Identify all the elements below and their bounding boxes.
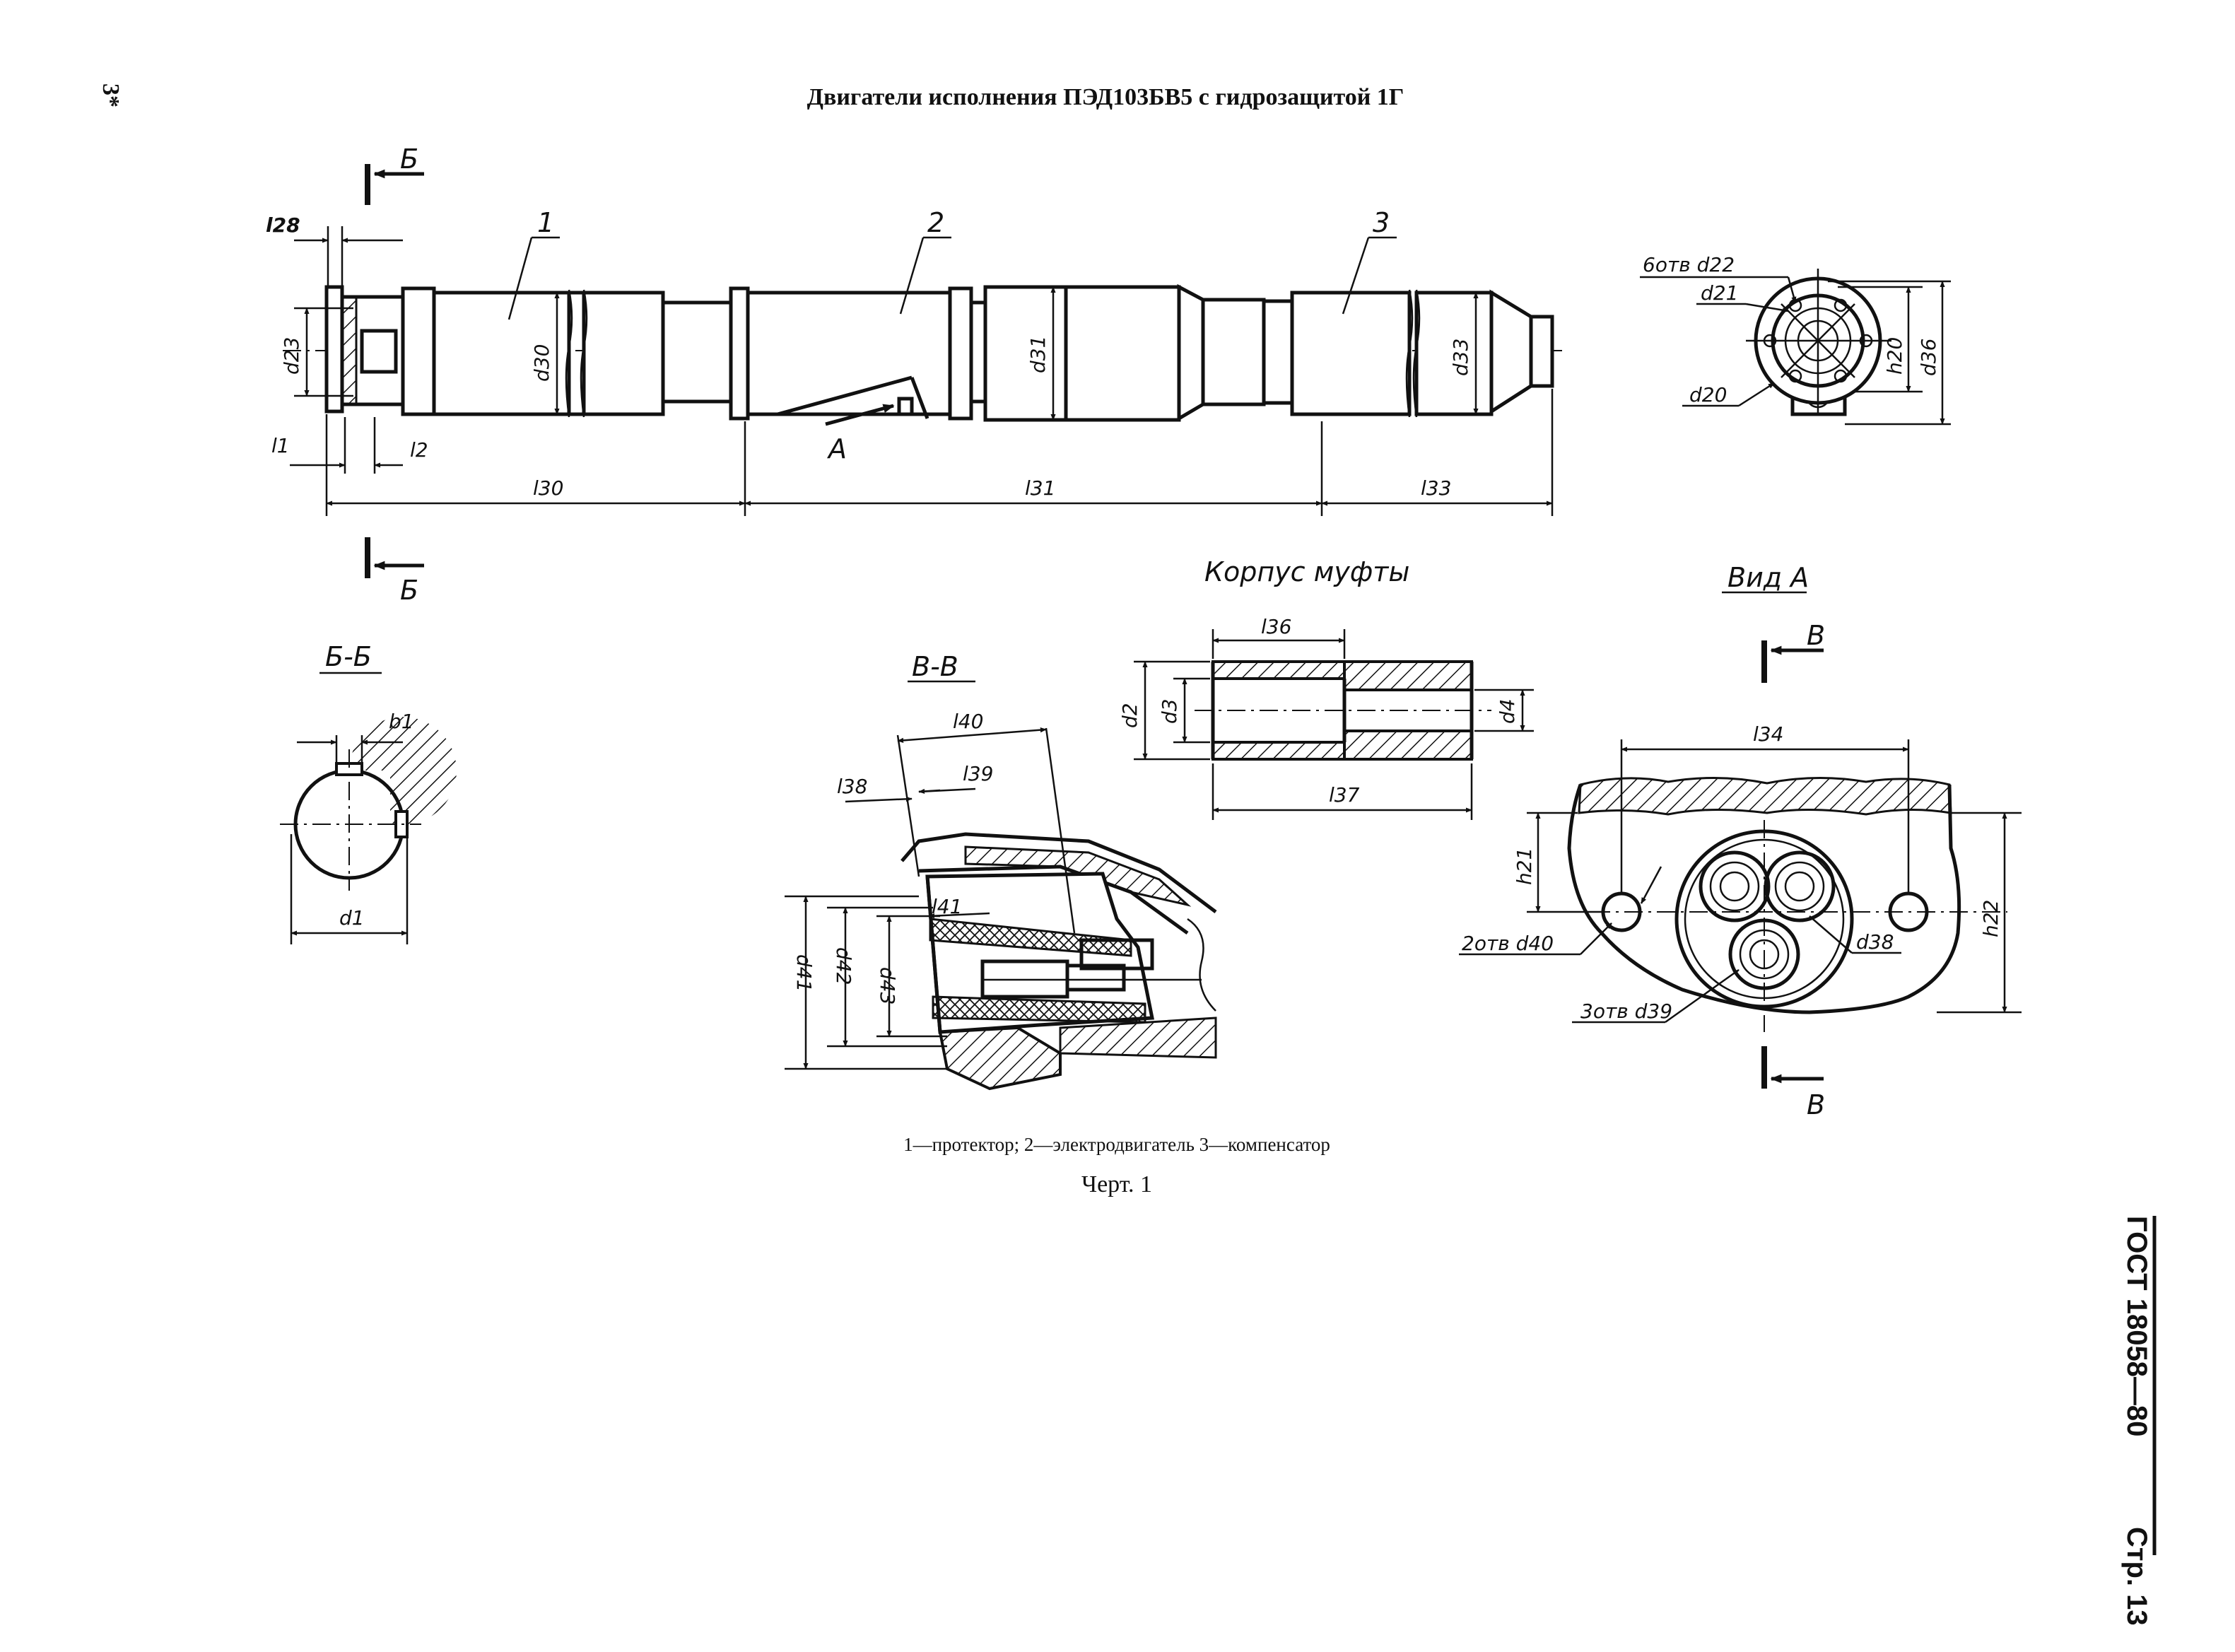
page-title: Двигатели исполнения ПЭД103БВ5 с гидроза… bbox=[807, 84, 1404, 110]
section-bb: Б-Б b1 d1 bbox=[280, 641, 457, 944]
callout-3: 3 bbox=[1373, 207, 1390, 238]
section-mark-top: Б bbox=[400, 143, 418, 175]
dim-d43: d43 bbox=[876, 967, 899, 1004]
section-mark-v-bottom: В bbox=[1807, 1089, 1825, 1120]
section-mark-v-top: В bbox=[1807, 620, 1825, 651]
dim-l28: l28 bbox=[266, 213, 300, 237]
dim-l37: l37 bbox=[1329, 783, 1360, 807]
dim-l33: l33 bbox=[1421, 476, 1451, 500]
dim-l34: l34 bbox=[1753, 722, 1783, 746]
dim-d42: d42 bbox=[832, 947, 855, 985]
cable-entry-3 bbox=[1728, 918, 1800, 990]
section-vv: В-В l40 l38 l39 l41 bbox=[785, 651, 1217, 1091]
holes-d40: 2отв d40 bbox=[1462, 932, 1554, 955]
dim-d4: d4 bbox=[1496, 698, 1519, 724]
standard-number: ГОСТ 18058—80 bbox=[2121, 1216, 2152, 1436]
dim-d38: d38 bbox=[1856, 930, 1894, 954]
dim-d21: d21 bbox=[1701, 281, 1738, 305]
dim-d30: d30 bbox=[530, 344, 553, 382]
dim-d31: d31 bbox=[1026, 336, 1050, 373]
coupling-title: Корпус муфты bbox=[1204, 556, 1409, 587]
dim-l36: l36 bbox=[1261, 615, 1291, 638]
dim-l1: l1 bbox=[271, 434, 290, 457]
figure-number: Черт. 1 bbox=[1081, 1171, 1152, 1197]
dim-d23: d23 bbox=[280, 337, 303, 375]
dim-l40: l40 bbox=[953, 710, 983, 733]
dim-l30: l30 bbox=[533, 476, 563, 500]
end-view: h20 d36 6отв d22 d21 d20 bbox=[1640, 253, 1951, 426]
dim-d33: d33 bbox=[1449, 339, 1472, 376]
side-standard-label: ГОСТ 18058—80 Стр. 13 bbox=[2121, 1216, 2152, 1626]
view-arrow-a: А bbox=[826, 433, 847, 464]
dim-h20: h20 bbox=[1883, 337, 1906, 375]
dim-l31: l31 bbox=[1025, 476, 1055, 500]
dim-h22: h22 bbox=[1979, 900, 2002, 937]
page-number: Стр. 13 bbox=[2121, 1527, 2152, 1626]
view-a-title: Вид А bbox=[1727, 562, 1809, 593]
dim-d1: d1 bbox=[339, 906, 365, 930]
dim-d41: d41 bbox=[792, 954, 816, 992]
callout-2: 2 bbox=[927, 207, 944, 238]
coupling-housing: Корпус муфты l36 l37 d2 d3 d4 bbox=[1118, 556, 1534, 820]
dim-d3: d3 bbox=[1158, 698, 1181, 724]
figure-legend: 1—протектор; 2—электродвигатель 3—компен… bbox=[903, 1134, 1330, 1155]
dim-d36: d36 bbox=[1917, 339, 1940, 376]
dim-d20: d20 bbox=[1689, 383, 1727, 406]
section-vv-title: В-В bbox=[912, 651, 958, 682]
section-bb-title: Б-Б bbox=[325, 641, 372, 672]
dim-l38: l38 bbox=[837, 775, 867, 798]
holes-d22: 6отв d22 bbox=[1643, 253, 1735, 276]
view-a: Вид А В В bbox=[1459, 562, 2022, 1120]
main-assembly-view: 1 2 3 А Б Б l28 d23 d30 d31 d33 bbox=[266, 143, 1562, 606]
dim-b1: b1 bbox=[389, 710, 414, 733]
holes-d39: 3отв d39 bbox=[1580, 1000, 1672, 1023]
dim-l41: l41 bbox=[932, 895, 962, 918]
section-mark-bottom: Б bbox=[400, 575, 418, 606]
callout-1: 1 bbox=[537, 207, 554, 238]
dim-l2: l2 bbox=[410, 438, 428, 462]
dim-d2: d2 bbox=[1118, 703, 1142, 728]
cable-entry-1 bbox=[1699, 850, 1771, 922]
dim-h21: h21 bbox=[1513, 848, 1536, 885]
cable-entry-2 bbox=[1764, 850, 1836, 922]
page-mark: 3* bbox=[98, 83, 124, 107]
dim-l39: l39 bbox=[963, 762, 993, 785]
